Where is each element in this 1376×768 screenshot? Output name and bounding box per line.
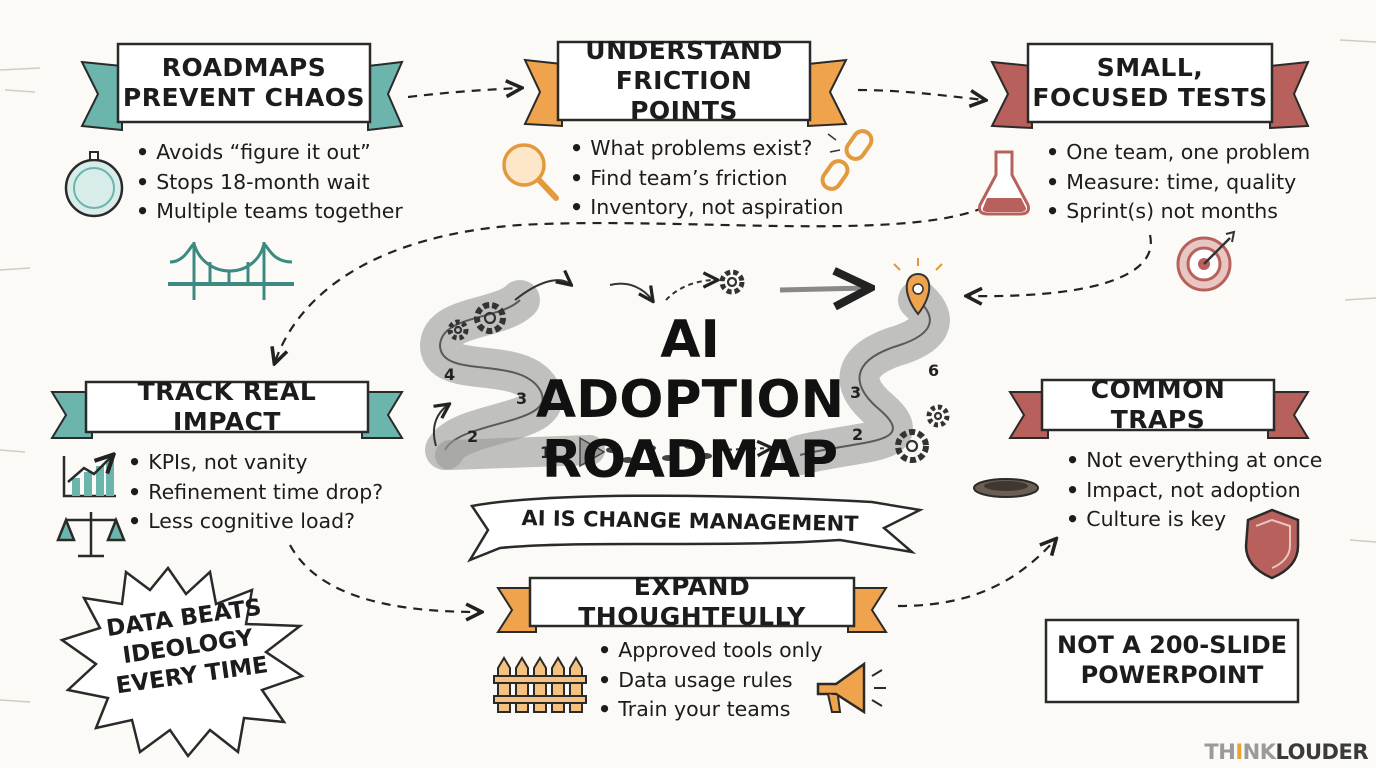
roadmaps-title: ROADMAPS PREVENT CHAOS xyxy=(122,53,366,112)
not-powerpoint-box xyxy=(1044,618,1300,704)
arrow-tests-to-map xyxy=(968,234,1152,296)
path-number: 2 xyxy=(467,427,478,446)
list-item: Culture is key xyxy=(1066,505,1322,535)
ribbon-impact xyxy=(50,380,404,439)
motion-arrows xyxy=(432,280,866,450)
friction-title: UNDERSTAND FRICTION POINTS xyxy=(585,36,783,125)
gear-icon xyxy=(895,429,929,463)
traps-title: COMMON TRAPS xyxy=(1090,375,1226,434)
ribbon-traps xyxy=(1008,378,1310,439)
path-numbers: 1 2 3 4 3 2 6 xyxy=(444,361,939,462)
list-item: Measure: time, quality xyxy=(1046,168,1310,198)
data-beats-starburst xyxy=(59,565,305,759)
gear-icon xyxy=(447,319,469,341)
list-item: What problems exist? xyxy=(570,134,844,164)
location-pin-icon xyxy=(893,258,943,316)
list-item: Refinement time drop? xyxy=(128,478,383,508)
arrow-impact-to-expand xyxy=(289,544,480,612)
list-item: Impact, not adoption xyxy=(1066,476,1322,506)
path-number: 2 xyxy=(852,425,863,444)
list-item: Train your teams xyxy=(598,695,822,725)
list-item: Find team’s friction xyxy=(570,164,844,194)
arrow-tests-to-impact xyxy=(275,189,1011,362)
gear-icon xyxy=(719,269,745,295)
arrow-expand-to-traps xyxy=(897,540,1055,608)
arrow-friction-to-tests xyxy=(857,88,984,100)
path-number: 3 xyxy=(516,389,527,408)
list-item: Multiple teams together xyxy=(136,197,403,227)
bridge-icon xyxy=(168,241,294,300)
list-item: Avoids “figure it out” xyxy=(136,138,403,168)
compass-icon xyxy=(64,151,124,218)
path-number: 4 xyxy=(444,365,455,384)
line-chart-icon xyxy=(62,456,116,498)
tests-list: One team, one problem Measure: time, qua… xyxy=(1046,138,1310,227)
impact-list: KPIs, not vanity Refinement time drop? L… xyxy=(128,448,383,537)
brand-logo: THINKLOUDER xyxy=(1204,740,1368,764)
arrow-roadmaps-to-friction xyxy=(407,88,520,97)
impact-title: TRACK REAL IMPACT xyxy=(137,377,317,436)
tests-title: SMALL, FOCUSED TESTS xyxy=(1032,53,1268,112)
gear-icon xyxy=(926,404,950,428)
flask-icon xyxy=(978,150,1030,216)
target-icon xyxy=(1176,230,1236,292)
list-item: Sprint(s) not months xyxy=(1046,197,1310,227)
not-powerpoint-text: NOT A 200-SLIDE POWERPOINT xyxy=(1056,631,1288,689)
banner-text: AI IS CHANGE MANAGEMENT xyxy=(521,506,859,536)
main-title: AI ADOPTION ROADMAP xyxy=(535,310,845,490)
expand-title: EXPAND THOUGHTFULLY xyxy=(578,572,806,631)
list-item: Approved tools only xyxy=(598,636,822,666)
path-number: 3 xyxy=(850,383,861,402)
expand-list: Approved tools only Data usage rules Tra… xyxy=(598,636,822,725)
winding-road xyxy=(419,280,950,475)
megaphone-icon xyxy=(816,661,886,715)
list-item: Stops 18-month wait xyxy=(136,168,403,198)
path-number: 1 xyxy=(540,443,551,462)
ribbon-friction xyxy=(523,40,848,128)
gear-icon xyxy=(474,302,506,334)
list-item: KPIs, not vanity xyxy=(128,448,383,478)
change-management-banner xyxy=(467,494,924,563)
list-item: Less cognitive load? xyxy=(128,507,383,537)
list-item: Data usage rules xyxy=(598,666,822,696)
list-item: One team, one problem xyxy=(1046,138,1310,168)
magnifier-icon xyxy=(502,143,559,201)
list-item: Inventory, not aspiration xyxy=(570,193,843,223)
pothole-icon xyxy=(973,478,1039,498)
traps-list: Not everything at once Impact, not adopt… xyxy=(1066,446,1322,535)
roadmaps-list: Avoids “figure it out” Stops 18-month wa… xyxy=(136,138,403,227)
footprints xyxy=(606,443,712,463)
friction-list: What problems exist? Find team’s frictio… xyxy=(570,134,844,223)
list-item: Not everything at once xyxy=(1066,446,1322,476)
path-number: 6 xyxy=(928,361,939,380)
ribbon-roadmaps xyxy=(80,42,404,132)
edge-sketch-lines xyxy=(0,39,1376,703)
ribbon-tests xyxy=(990,42,1310,130)
flow-arrows xyxy=(275,88,1152,612)
ribbon-expand xyxy=(496,576,888,633)
scales-icon xyxy=(56,512,126,558)
fence-icon xyxy=(493,656,587,713)
